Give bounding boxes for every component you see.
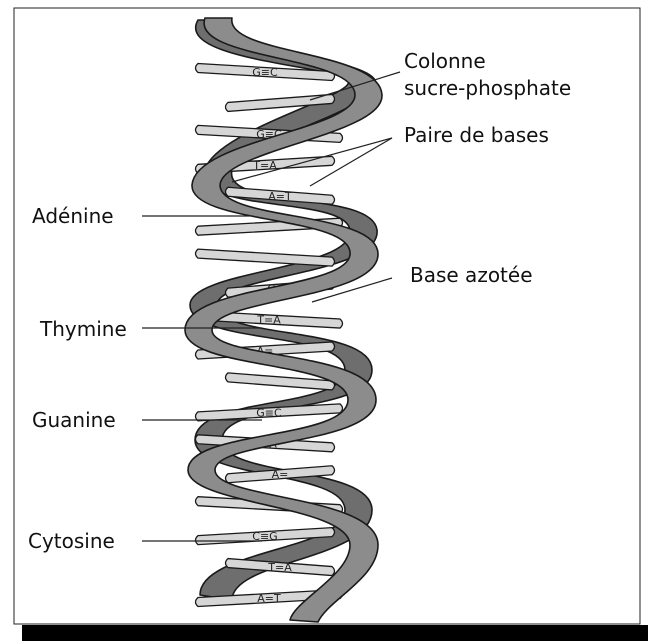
base-pair-label: A=T [268,190,292,203]
label-nitrogen-base: Base azotée [410,263,533,287]
base-pair-label: T=A [256,314,281,327]
base-pair-label: A=T [257,592,281,605]
base-pair-label: G≡C [256,406,282,419]
label-backbone-line2: sucre-phosphate [404,76,571,100]
label-base-pair: Paire de bases [404,123,549,147]
base-pair-label: T=A [267,561,292,574]
label-adenine: Adénine [32,204,114,228]
base-pair-label: T=A [252,159,277,172]
label-backbone-line1: Colonne [404,49,486,73]
label-thymine: Thymine [39,317,127,341]
label-guanine: Guanine [32,408,116,432]
label-cytosine: Cytosine [28,529,115,553]
base-pair-label: G≡C [252,66,278,79]
base-pair-label: A= [272,468,289,481]
bottom-bar [22,625,648,641]
